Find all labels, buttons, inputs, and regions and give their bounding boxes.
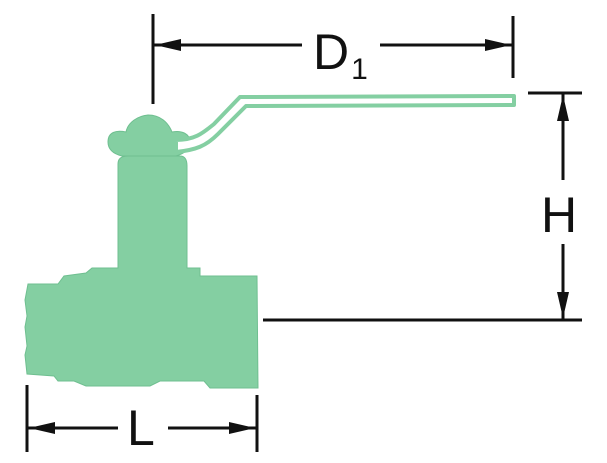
- valve-housing: [24, 155, 259, 389]
- valve-stem-cap: [107, 114, 191, 157]
- label-d1-main: D: [313, 24, 350, 80]
- label-d1: D1: [313, 24, 368, 85]
- label-h: H: [541, 187, 578, 243]
- dimension-d1: [151, 14, 515, 104]
- valve-body: [24, 114, 259, 389]
- h-arrow-down-icon: [557, 292, 569, 318]
- label-l: L: [127, 400, 155, 456]
- l-arrow-left-icon: [29, 422, 55, 434]
- l-arrow-right-icon: [229, 422, 255, 434]
- lever-handle: [174, 94, 516, 154]
- dimension-l: [25, 385, 259, 452]
- d1-arrow-right-icon: [485, 39, 511, 51]
- dimension-h: [263, 91, 582, 322]
- d1-arrow-left-icon: [155, 39, 181, 51]
- h-arrow-up-icon: [557, 95, 569, 121]
- label-d1-subscript: 1: [351, 53, 368, 86]
